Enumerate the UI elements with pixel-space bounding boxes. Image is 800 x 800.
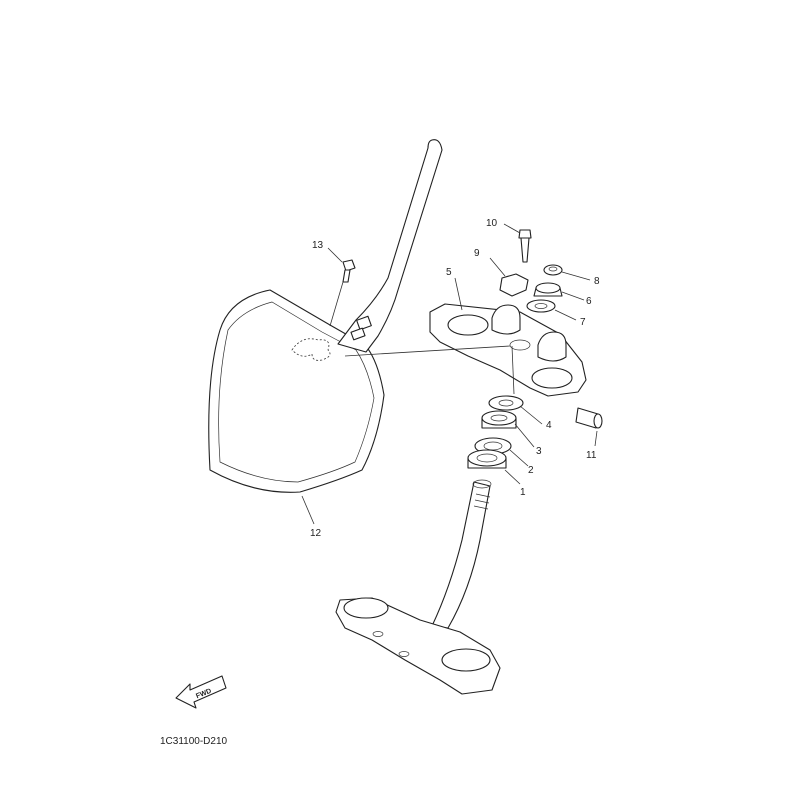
bolt-10 <box>518 229 532 263</box>
ring-nut-3 <box>481 410 517 429</box>
bearing-1 <box>467 449 507 469</box>
callout-1: 1 <box>520 487 526 498</box>
leader-lines <box>301 223 598 525</box>
steering-stem <box>335 479 501 695</box>
callout-5: 5 <box>446 267 452 278</box>
callout-12: 12 <box>310 528 322 539</box>
callout-10: 10 <box>486 218 498 229</box>
nut-8 <box>543 264 563 276</box>
callout-7: 7 <box>580 317 586 328</box>
bolt-13 <box>329 259 356 327</box>
assembly-line <box>344 345 511 357</box>
callout-13: 13 <box>312 240 324 251</box>
number-plate-strap <box>337 139 443 353</box>
callout-11: 11 <box>586 450 597 461</box>
callout-6: 6 <box>586 296 592 307</box>
diagram-code: 1C31100-D210 <box>160 736 228 747</box>
upper-bracket <box>429 303 587 397</box>
cap-9 <box>499 273 529 297</box>
callout-9: 9 <box>474 248 480 259</box>
callout-2: 2 <box>528 465 534 476</box>
callout-8: 8 <box>594 276 600 287</box>
callout-4: 4 <box>546 420 552 431</box>
washer-7 <box>526 299 556 313</box>
bolt-11 <box>575 407 603 429</box>
nut-6 <box>533 282 563 297</box>
callout-3: 3 <box>536 446 542 457</box>
fwd-arrow-icon: FWD <box>175 675 227 709</box>
washer-4 <box>488 395 524 411</box>
